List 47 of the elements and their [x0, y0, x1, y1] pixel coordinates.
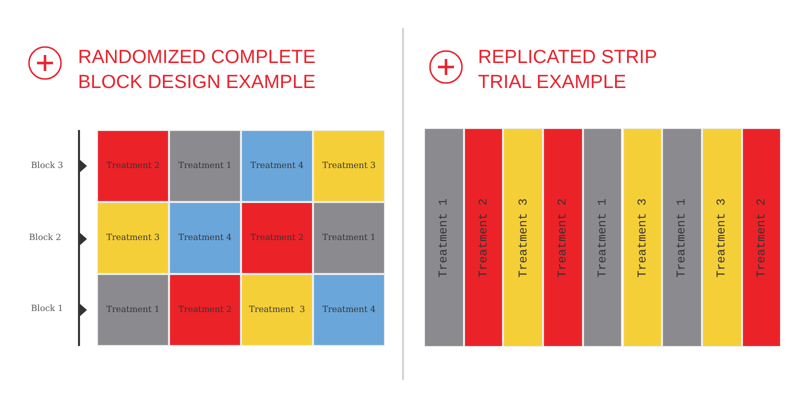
treatment-label: Treatment 1 — [178, 161, 232, 171]
strip-plot — [702, 128, 742, 347]
treatment-label: Treatment 1 — [436, 198, 451, 278]
strip-plot — [503, 128, 544, 347]
treatment-label: Treatment 4 — [178, 233, 232, 243]
strip-plot — [582, 128, 622, 347]
treatment-label: Treatment 2 — [178, 305, 232, 315]
plot-cell — [169, 202, 241, 274]
block-label: Block 3 — [31, 161, 64, 171]
plot-cell — [169, 274, 241, 346]
strip-plot — [622, 128, 662, 347]
strip-plot — [464, 128, 504, 347]
plot-cell — [97, 202, 169, 274]
plot-cell — [241, 274, 313, 346]
strip-plot — [543, 128, 583, 347]
plot-cell — [313, 130, 385, 202]
strip-plot — [424, 128, 464, 347]
treatment-label: Treatment 4 — [322, 305, 376, 315]
treatment-label: Treatment 1 — [322, 233, 376, 243]
block-label: Block 1 — [31, 304, 64, 314]
treatment-label: Treatment 4 — [250, 161, 304, 171]
treatment-label: Treatment 2 — [556, 198, 570, 278]
treatment-label: Treatment 1 — [106, 305, 160, 315]
treatment-label: Treatment 3 — [106, 233, 160, 243]
section-heading: RANDOMIZED COMPLETE BLOCK DESIGN EXAMPLE — [78, 46, 317, 95]
treatment-label: Treatment 1 — [596, 198, 610, 278]
plot-cell — [241, 130, 313, 202]
plot-cell — [313, 274, 385, 346]
treatment-label: Treatment 1 — [675, 198, 690, 278]
plot-cell — [97, 130, 169, 202]
plot-cell — [241, 202, 313, 274]
block-label: Block 2 — [29, 233, 62, 243]
section-heading: REPLICATED STRIP TRIAL EXAMPLE — [478, 46, 658, 95]
treatment-label: Treatment 2 — [754, 198, 768, 278]
treatment-label: Treatment 2 — [476, 198, 491, 278]
plot-cell — [97, 274, 169, 346]
strip-plot — [742, 128, 782, 347]
treatment-label: Treatment 3 — [635, 198, 650, 278]
treatment-label: Treatment 3 — [248, 305, 306, 315]
treatment-label: Treatment 2 — [106, 161, 160, 171]
strip-plot — [662, 128, 702, 347]
plot-cell — [169, 130, 241, 202]
treatment-label: Treatment 3 — [516, 198, 530, 278]
treatment-label: Treatment 2 — [250, 233, 304, 243]
treatment-label: Treatment 3 — [322, 161, 376, 171]
treatment-label: Treatment 3 — [714, 198, 729, 278]
plot-cell — [313, 202, 385, 274]
